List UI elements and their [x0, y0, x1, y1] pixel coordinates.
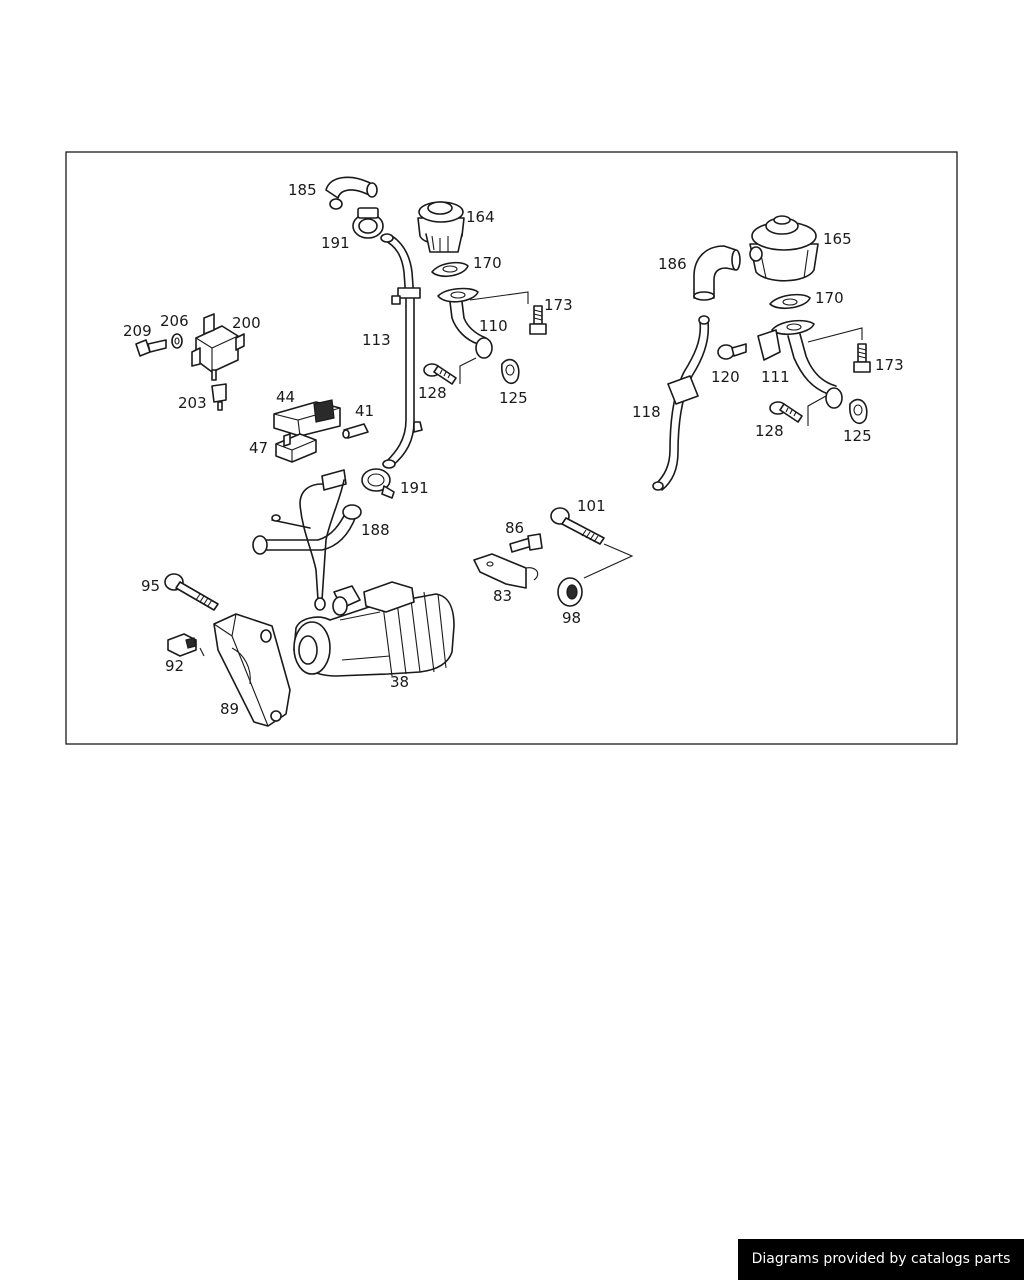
part-170-gasket-left — [431, 261, 469, 278]
callout-173: 173 — [544, 296, 573, 314]
part-125-gasket-right — [849, 398, 868, 425]
callout-170: 170 — [473, 254, 502, 272]
part-203-filter — [211, 383, 227, 411]
callout-125: 125 — [843, 427, 872, 445]
part-128-bolt-left — [423, 363, 457, 385]
callout-44: 44 — [276, 388, 295, 406]
callout-83: 83 — [493, 587, 512, 605]
part-186-hose — [693, 245, 741, 301]
callout-170: 170 — [815, 289, 844, 307]
part-89-bracket — [213, 613, 291, 727]
part-118-pipe — [652, 315, 710, 491]
callout-95: 95 — [141, 577, 160, 595]
callout-203: 203 — [178, 394, 207, 412]
callout-164: 164 — [466, 208, 495, 226]
part-101-bolt — [550, 507, 605, 545]
part-206-washer — [171, 333, 183, 349]
callout-113: 113 — [362, 331, 391, 349]
callout-101: 101 — [577, 497, 606, 515]
part-38-air-pump — [293, 581, 455, 677]
part-113-pipe — [380, 233, 423, 469]
callout-186: 186 — [658, 255, 687, 273]
callout-92: 92 — [165, 657, 184, 675]
part-128-bolt-right — [769, 401, 803, 423]
callout-120: 120 — [711, 368, 740, 386]
part-209-bolt — [135, 339, 167, 357]
callout-128: 128 — [755, 422, 784, 440]
callout-41: 41 — [355, 402, 374, 420]
callout-86: 86 — [505, 519, 524, 537]
part-185-hose — [325, 176, 378, 210]
callout-191: 191 — [321, 234, 350, 252]
part-41-connector — [342, 423, 369, 439]
part-95-bolt — [164, 573, 219, 611]
part-191-clamp-top — [352, 207, 384, 239]
part-92-clip — [167, 633, 205, 657]
diagram-frame — [65, 151, 958, 745]
part-125-gasket-left — [501, 358, 520, 385]
callout-209: 209 — [123, 322, 152, 340]
callout-165: 165 — [823, 230, 852, 248]
part-83-bracket — [473, 553, 539, 589]
callout-188: 188 — [361, 521, 390, 539]
callout-173: 173 — [875, 356, 904, 374]
callout-89: 89 — [220, 700, 239, 718]
credit-banner: Diagrams provided by catalogs parts — [738, 1239, 1024, 1280]
part-170-gasket-right — [769, 293, 811, 310]
callout-185: 185 — [288, 181, 317, 199]
part-44-bracket — [273, 399, 341, 437]
callout-191: 191 — [400, 479, 429, 497]
part-111-pipe — [757, 319, 843, 409]
callout-128: 128 — [418, 384, 447, 402]
callout-206: 206 — [160, 312, 189, 330]
callout-38: 38 — [390, 673, 409, 691]
part-165-valve — [749, 215, 819, 282]
callout-110: 110 — [479, 317, 508, 335]
part-110-pipe — [437, 287, 493, 359]
part-47-holder — [275, 433, 317, 463]
callout-98: 98 — [562, 609, 581, 627]
part-188-hose — [252, 504, 362, 555]
part-120-bolt — [717, 343, 747, 360]
callout-200: 200 — [232, 314, 261, 332]
part-173-stud-left — [529, 305, 547, 335]
part-98-bushing — [557, 577, 583, 607]
callout-111: 111 — [761, 368, 790, 386]
part-200-solenoid — [191, 313, 245, 381]
callout-118: 118 — [632, 403, 661, 421]
part-173-stud-right — [853, 343, 871, 373]
callout-47: 47 — [249, 439, 268, 457]
callout-125: 125 — [499, 389, 528, 407]
wiring-harness — [299, 469, 347, 611]
part-86-bolt — [509, 533, 543, 553]
part-191-clamp-lower — [361, 468, 395, 499]
part-164-valve — [417, 201, 465, 253]
